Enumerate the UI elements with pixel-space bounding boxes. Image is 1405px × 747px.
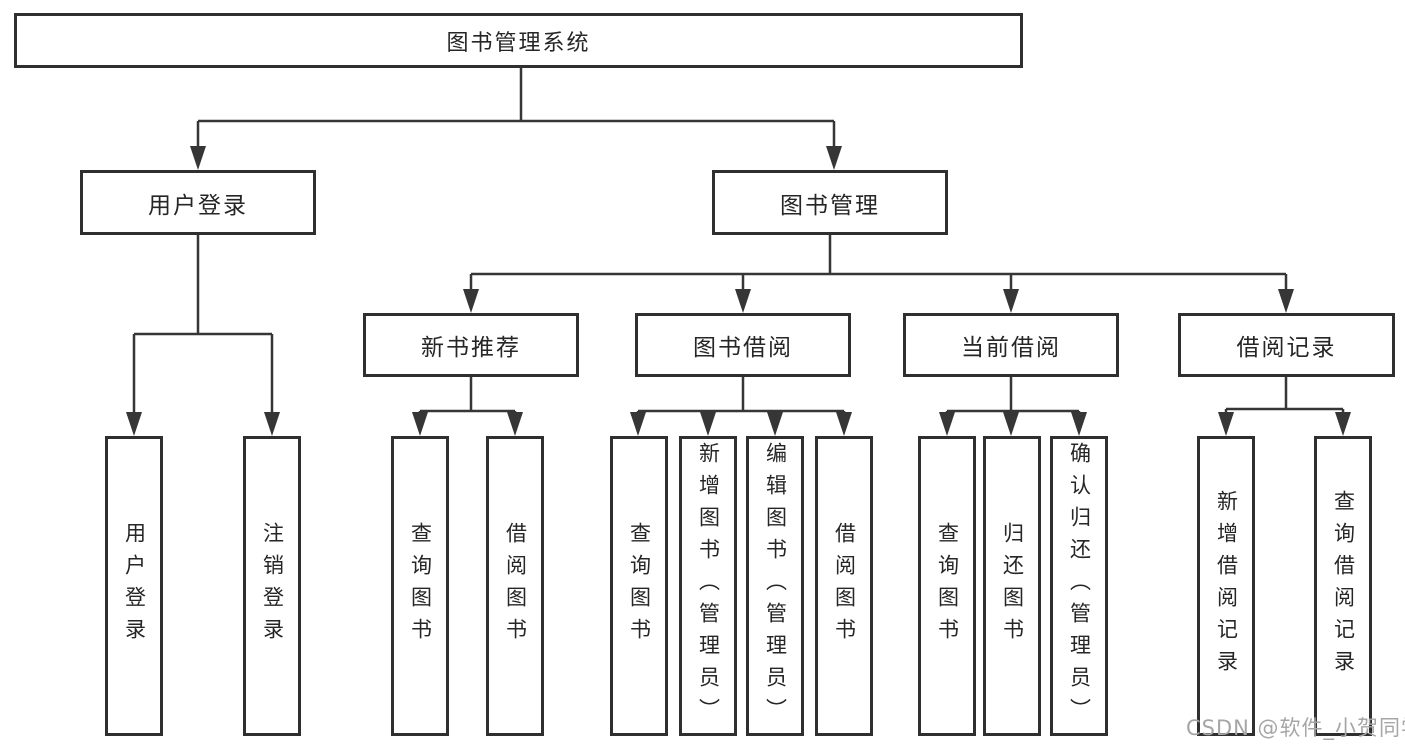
leaf-borrow-books: 借阅图书 (815, 436, 873, 736)
leaf-query-borrow-record-label: 查询借阅记录 (1331, 490, 1356, 682)
node-book-management: 图书管理 (712, 170, 948, 235)
node-user-login: 用户登录 (80, 170, 316, 235)
leaf-borrow-books-recommend-label: 借阅图书 (503, 522, 528, 650)
node-book-borrow-label: 图书借阅 (693, 335, 793, 361)
node-root: 图书管理系统 (14, 13, 1023, 68)
leaf-query-books-borrow-label: 查询图书 (627, 522, 652, 650)
leaf-edit-books-admin-label: 编辑图书（管理员） (763, 442, 788, 730)
node-book-management-label: 图书管理 (780, 192, 880, 219)
leaf-return-books-label: 归还图书 (1000, 522, 1025, 650)
leaf-user-login-label: 用户登录 (122, 522, 147, 650)
node-user-login-label: 用户登录 (148, 192, 248, 219)
node-borrow-records-label: 借阅记录 (1236, 335, 1337, 361)
leaf-query-books-current: 查询图书 (918, 436, 976, 736)
leaf-logout-label: 注销登录 (260, 522, 285, 650)
leaf-query-books-current-label: 查询图书 (935, 522, 960, 650)
node-book-borrow: 图书借阅 (635, 313, 851, 377)
leaf-borrow-books-recommend: 借阅图书 (486, 436, 544, 736)
leaf-add-borrow-record-label: 新增借阅记录 (1214, 490, 1239, 682)
node-root-label: 图书管理系统 (446, 30, 591, 56)
leaf-confirm-return-admin: 确认归还（管理员） (1050, 436, 1108, 736)
leaf-return-books: 归还图书 (983, 436, 1041, 736)
watermark: CSDN @软件_小贺同学 (1186, 716, 1405, 740)
leaf-add-books-admin: 新增图书（管理员） (679, 436, 737, 736)
node-borrow-records: 借阅记录 (1178, 313, 1395, 377)
leaf-query-books-recommend: 查询图书 (391, 436, 449, 736)
leaf-query-books-recommend-label: 查询图书 (408, 522, 433, 650)
arrowheads (126, 146, 1351, 436)
leaf-edit-books-admin: 编辑图书（管理员） (746, 436, 804, 736)
leaf-confirm-return-admin-label: 确认归还（管理员） (1067, 442, 1092, 730)
node-new-book-recommend-label: 新书推荐 (421, 335, 521, 361)
leaf-query-books-borrow: 查询图书 (610, 436, 668, 736)
leaf-borrow-books-label: 借阅图书 (832, 522, 857, 650)
node-new-book-recommend: 新书推荐 (363, 313, 579, 377)
leaf-add-borrow-record: 新增借阅记录 (1197, 436, 1255, 736)
leaf-add-books-admin-label: 新增图书（管理员） (696, 442, 721, 730)
leaf-user-login: 用户登录 (105, 436, 163, 736)
leaf-query-borrow-record: 查询借阅记录 (1314, 436, 1372, 736)
node-current-borrow-label: 当前借阅 (961, 335, 1061, 361)
leaf-logout: 注销登录 (243, 436, 301, 736)
node-current-borrow: 当前借阅 (903, 313, 1119, 377)
